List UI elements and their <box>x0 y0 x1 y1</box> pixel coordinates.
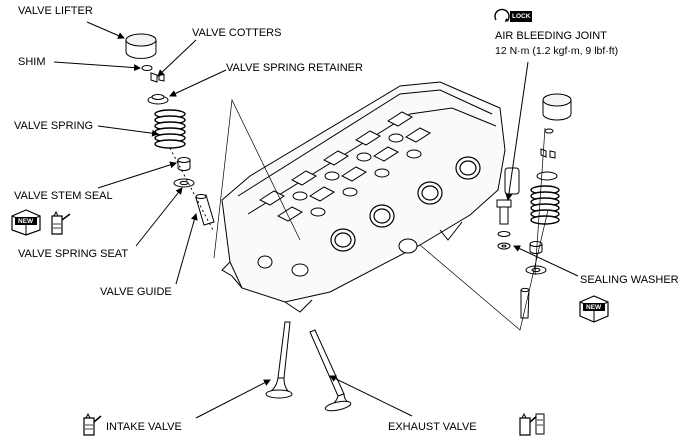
oil-can-icon-intake <box>80 410 102 436</box>
label-intake-valve: INTAKE VALVE <box>106 421 182 433</box>
label-valve-spring: VALVE SPRING <box>14 120 94 132</box>
intake-valve <box>265 321 293 399</box>
label-valve-cotters: VALVE COTTERS <box>192 27 282 39</box>
label-valve-stem-seal: VALVE STEM SEAL <box>14 190 113 202</box>
label-torque-spec: 12 N·m (1.2 kgf·m, 9 lbf·ft) <box>495 45 619 57</box>
new-badge-text-left: NEW <box>18 218 34 225</box>
label-air-bleeding-joint: AIR BLEEDING JOINT <box>495 30 607 42</box>
lock-badge-text: LOCK <box>512 13 531 20</box>
cylinder-head <box>221 81 520 313</box>
oil-can-icon-exhaust <box>516 408 546 436</box>
label-shim: SHIM <box>18 56 46 68</box>
label-sealing-washer: SEALING WASHER <box>580 274 679 286</box>
construction-lines <box>213 98 549 331</box>
new-part-oil-icon-left: NEW <box>10 208 74 236</box>
label-valve-spring-seat: VALVE SPRING SEAT <box>18 248 129 260</box>
label-valve-spring-retainer: VALVE SPRING RETAINER <box>226 62 363 74</box>
label-exhaust-valve: EXHAUST VALVE <box>388 421 477 433</box>
label-valve-lifter: VALVE LIFTER <box>18 5 93 17</box>
new-part-icon-right: NEW <box>578 294 610 324</box>
leader-lines <box>53 21 579 419</box>
label-valve-guide: VALVE GUIDE <box>100 286 172 298</box>
right-valve-train <box>496 93 572 319</box>
torque-wrench-icon: LOCK <box>493 6 533 26</box>
left-valve-train <box>125 33 215 233</box>
exhaust-valve <box>309 329 352 412</box>
new-badge-text-right: NEW <box>586 304 602 311</box>
